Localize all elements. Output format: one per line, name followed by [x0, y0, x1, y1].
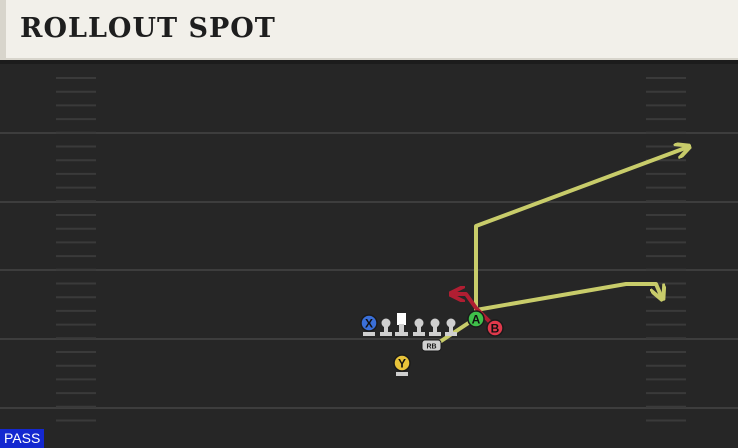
lineman-right-guard-icon	[413, 318, 425, 336]
y-player-base	[396, 372, 408, 376]
rb-marker-icon	[421, 339, 442, 352]
lineman-tight-end-icon	[445, 318, 457, 336]
a-button-icon	[467, 310, 485, 328]
center-icon	[395, 313, 408, 336]
field-background	[0, 60, 738, 448]
play-field: X RB Y A B	[0, 60, 738, 448]
b-label: B	[491, 322, 500, 336]
b-button-icon	[486, 319, 504, 337]
hash-marks-left	[56, 77, 96, 422]
route-block	[452, 294, 496, 328]
rb-label: RB	[426, 344, 436, 351]
x-player-base	[363, 332, 375, 336]
a-label: A	[472, 313, 481, 327]
play-type-badge: PASS	[0, 429, 45, 448]
hash-marks-right	[646, 77, 686, 422]
x-label: X	[365, 317, 373, 331]
route-out	[475, 282, 662, 312]
play-header: ROLLOUT SPOT	[0, 0, 738, 60]
x-button-icon	[360, 314, 378, 332]
player-y[interactable]: Y	[393, 354, 411, 376]
header-shadow	[0, 60, 738, 64]
header-accent	[0, 0, 6, 60]
route-streak	[474, 147, 688, 318]
player-rb[interactable]: RB	[421, 339, 442, 352]
lineman-left-tackle-icon	[380, 318, 392, 336]
lineman-right-tackle-icon	[429, 318, 441, 336]
y-button-icon	[393, 354, 411, 372]
offensive-line	[380, 313, 457, 336]
y-label: Y	[398, 357, 406, 371]
yard-lines	[0, 132, 738, 409]
play-title: ROLLOUT SPOT	[20, 13, 276, 44]
player-a[interactable]: A	[467, 310, 485, 328]
player-b[interactable]: B	[486, 319, 504, 337]
player-x[interactable]: X	[360, 314, 378, 336]
